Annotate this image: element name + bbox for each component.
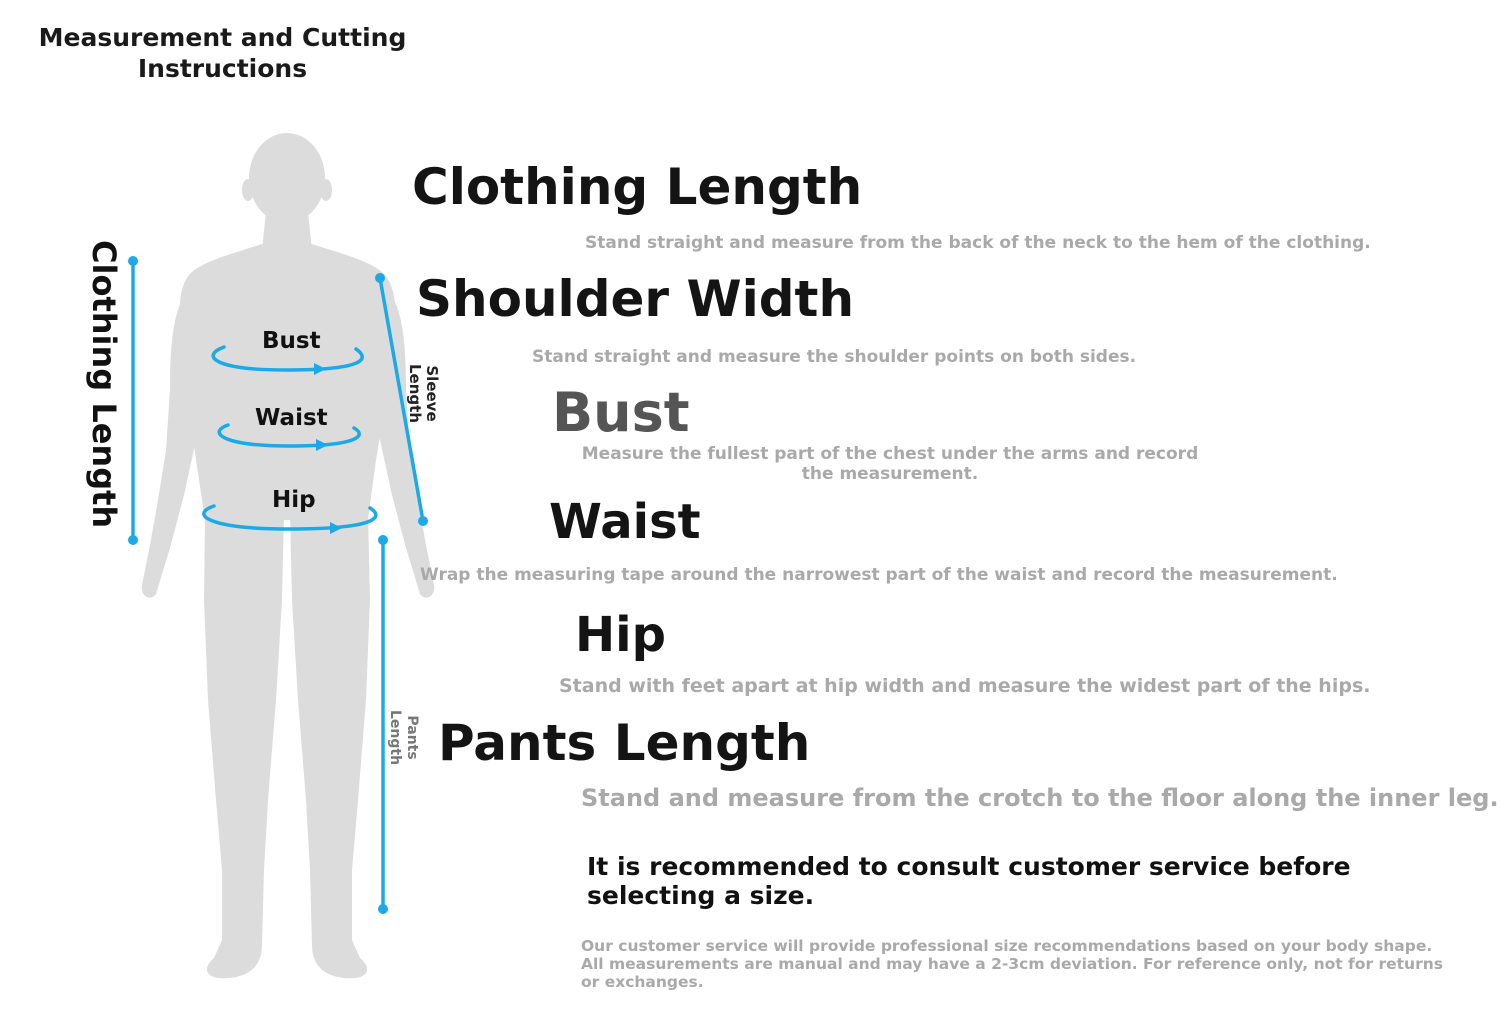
sleeve-length-top-dot bbox=[375, 273, 385, 283]
waist-description: Wrap the measuring tape around the narro… bbox=[420, 565, 1338, 585]
waist-tape-ring bbox=[217, 423, 361, 448]
bust-heading: Bust bbox=[552, 381, 690, 444]
bust-tape-ring bbox=[211, 345, 364, 372]
measurement-endpoints bbox=[128, 256, 428, 914]
clothing-length-bottom-dot bbox=[128, 535, 138, 545]
shoulder-width-description: Stand straight and measure the shoulder … bbox=[532, 347, 1137, 367]
waist-heading: Waist bbox=[549, 494, 701, 550]
hip-tape-ring bbox=[202, 504, 378, 531]
hip-description: Stand with feet apart at hip width and m… bbox=[559, 675, 1371, 697]
measurement-guides bbox=[131, 259, 425, 911]
silhouette-arm-left bbox=[141, 290, 210, 598]
silhouette-neck bbox=[262, 212, 312, 250]
clothing-length-description: Stand straight and measure from the back… bbox=[585, 233, 1371, 253]
sleeve-length-line bbox=[378, 276, 425, 523]
pants-label-line-2: Length bbox=[387, 710, 403, 766]
silhouette-ear-left bbox=[242, 179, 254, 201]
hip-arrow-icon bbox=[330, 522, 342, 534]
body-silhouette bbox=[141, 133, 435, 979]
sleeve-length-bottom-dot bbox=[418, 516, 428, 526]
sleeve-label-line-1: Sleeve bbox=[423, 365, 441, 422]
pants-length-bottom-dot bbox=[378, 904, 388, 914]
clothing-length-top-dot bbox=[128, 256, 138, 266]
pants-length-figure-label: Pants Length bbox=[386, 710, 420, 765]
clothing-length-figure-label: Clothing Length bbox=[85, 240, 123, 529]
waist-arrow-icon bbox=[316, 439, 328, 451]
clothing-length-heading: Clothing Length bbox=[412, 158, 863, 216]
consult-recommendation: It is recommended to consult customer se… bbox=[587, 852, 1351, 910]
sleeve-length-figure-label: Sleeve Length bbox=[406, 364, 441, 423]
silhouette-arm-right bbox=[366, 290, 435, 598]
bust-arrow-icon bbox=[314, 363, 326, 375]
pants-label-line-1: Pants bbox=[404, 715, 420, 760]
page-title: Measurement and Cutting Instructions bbox=[38, 23, 407, 83]
silhouette-leg-right bbox=[290, 515, 370, 979]
hip-heading: Hip bbox=[575, 607, 666, 663]
sleeve-label-line-2: Length bbox=[406, 364, 424, 423]
waist-figure-label: Waist bbox=[255, 405, 328, 431]
pants-length-heading: Pants Length bbox=[438, 714, 811, 772]
measurement-disclaimer: Our customer service will provide profes… bbox=[581, 937, 1443, 991]
silhouette-torso bbox=[179, 244, 396, 520]
pants-length-top-dot bbox=[378, 535, 388, 545]
silhouette-head bbox=[249, 133, 325, 223]
pants-length-description: Stand and measure from the crotch to the… bbox=[581, 784, 1499, 812]
silhouette-leg-left bbox=[204, 515, 284, 979]
silhouette-ear-right bbox=[320, 179, 332, 201]
shoulder-width-heading: Shoulder Width bbox=[416, 270, 855, 328]
bust-figure-label: Bust bbox=[262, 328, 321, 354]
hip-figure-label: Hip bbox=[272, 487, 316, 513]
bust-description: Measure the fullest part of the chest un… bbox=[581, 444, 1199, 484]
